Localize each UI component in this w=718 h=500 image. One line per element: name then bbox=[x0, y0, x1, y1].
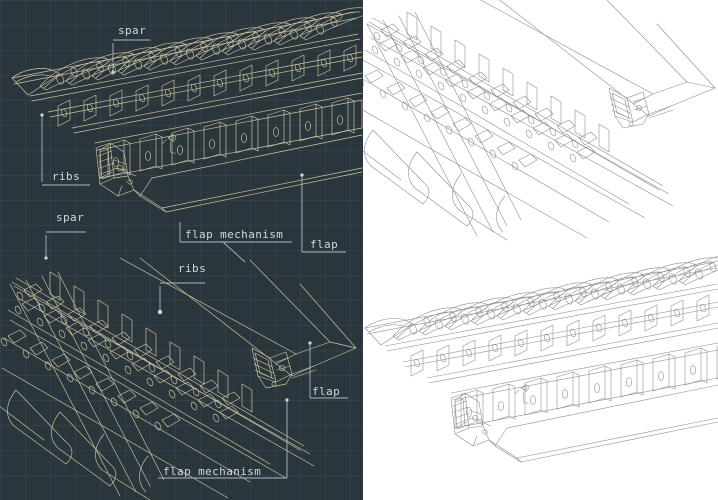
wing-drawing-bottom-isometric bbox=[0, 257, 357, 500]
label-flap-bottom: flap bbox=[312, 385, 341, 398]
label-flap-mechanism-top: flap mechanism bbox=[185, 228, 284, 241]
label-flap-top: flap bbox=[310, 238, 339, 251]
label-spar-top: spar bbox=[118, 24, 147, 37]
label-ribs-bottom: ribs bbox=[178, 262, 207, 275]
label-ribs-top: ribs bbox=[52, 170, 81, 183]
flap-mechanism-assembly bbox=[95, 142, 137, 197]
wing-drawing-light-bottom-isometric bbox=[363, 0, 716, 241]
actuator-detail bbox=[162, 134, 177, 154]
blueprint-light-panel bbox=[363, 0, 718, 500]
wing-drawing-top-isometric bbox=[11, 7, 363, 213]
wing-drawing-light-top-isometric bbox=[364, 255, 718, 463]
flap-mechanism-assembly-bottom bbox=[251, 347, 317, 389]
annotation-leaders-bottom bbox=[44, 231, 348, 479]
label-spar-bottom: spar bbox=[56, 211, 85, 224]
label-flap-mechanism-bottom: flap mechanism bbox=[163, 465, 262, 478]
annotation-leaders-top bbox=[40, 39, 346, 263]
blueprint-dark-panel: spar ribs flap mechanism flap bbox=[0, 0, 363, 500]
